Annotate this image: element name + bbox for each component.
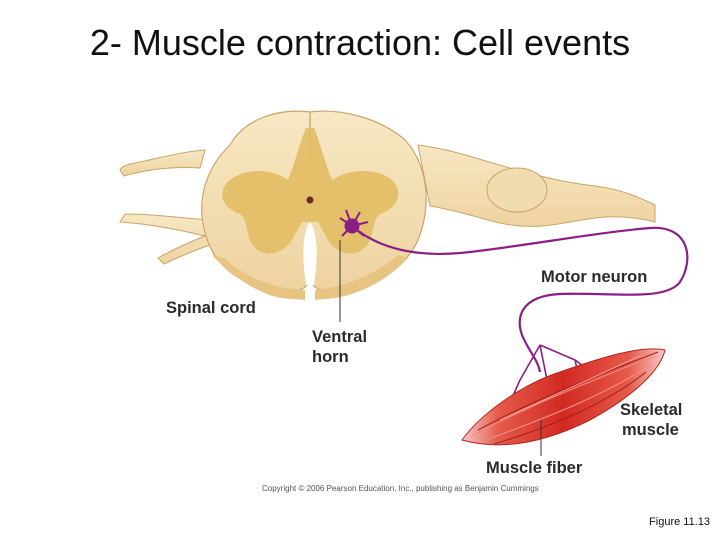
skeletal-muscle bbox=[461, 348, 666, 446]
motor-neuron-axon bbox=[351, 225, 689, 373]
spinal-nerve-left bbox=[119, 149, 226, 265]
label-muscle-fiber: Muscle fiber bbox=[486, 459, 583, 477]
label-ventral-horn-line1: Ventral bbox=[312, 328, 368, 346]
copyright-notice: Copyright © 2006 Pearson Education, Inc.… bbox=[262, 484, 539, 493]
slide-title: 2- Muscle contraction: Cell events bbox=[89, 22, 631, 63]
motor-neuron bbox=[339, 209, 689, 406]
label-skeletal-muscle-line2: muscle bbox=[622, 421, 679, 439]
label-skeletal-muscle-line1: Skeletal bbox=[620, 401, 683, 419]
label-spinal-cord: Spinal cord bbox=[166, 299, 256, 317]
figure-reference: Figure 11.13 bbox=[649, 516, 710, 528]
spinal-cord-section bbox=[201, 110, 427, 300]
spinal-nerve-right bbox=[417, 144, 656, 227]
label-ventral-horn-line2: horn bbox=[312, 348, 349, 366]
label-motor-neuron: Motor neuron bbox=[541, 268, 648, 286]
